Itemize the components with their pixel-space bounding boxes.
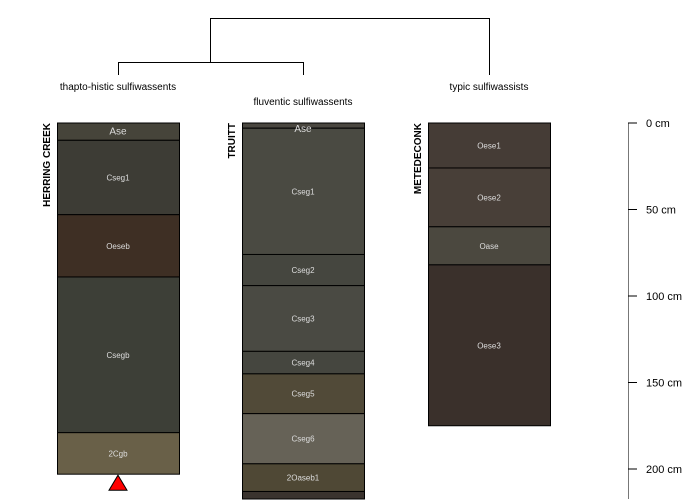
- axis-tick-label: 150 cm: [646, 378, 682, 390]
- horizon-label: 2Cgb: [108, 449, 128, 458]
- horizon-label: Oese3: [477, 341, 501, 350]
- horizon-label: Ase: [294, 124, 312, 135]
- horizon-label: Oeseb: [106, 242, 130, 251]
- profile-name: METEDECONK: [413, 122, 424, 194]
- horizon-label: Oase: [479, 242, 499, 251]
- horizon: [242, 413, 365, 465]
- horizon: [57, 214, 180, 278]
- horizon-label: Cseg3: [291, 314, 315, 323]
- axis-tick-label: 50 cm: [646, 205, 676, 217]
- horizon: [428, 167, 551, 228]
- horizon-label: Cseg4: [291, 359, 315, 368]
- profile-name: HERRING CREEK: [42, 122, 53, 207]
- horizon-label: Ase: [109, 127, 127, 138]
- taxon-label-3: typic sulfiwassists: [450, 82, 529, 93]
- soil-profile: METEDECONK: [413, 122, 551, 427]
- horizon-label: Oese1: [477, 141, 501, 150]
- horizon-label: Cseg5: [291, 390, 315, 399]
- taxon-label-2: fluventic sulfiwassents: [254, 97, 353, 108]
- horizon: [428, 264, 551, 427]
- horizon-label: Cseg1: [291, 187, 315, 196]
- horizon: [242, 253, 365, 287]
- horizon: [428, 122, 551, 169]
- horizon: [242, 463, 365, 492]
- horizon-label: Cseg1: [106, 173, 130, 182]
- axis-tick-label: 0 cm: [646, 118, 670, 130]
- axis-tick-label: 200 cm: [646, 464, 682, 476]
- horizon: [57, 276, 180, 434]
- dendrogram: [118, 18, 490, 75]
- horizon: [242, 490, 365, 500]
- horizon: [242, 285, 365, 352]
- horizon-label: Cseg2: [291, 266, 315, 275]
- horizon: [57, 139, 180, 216]
- taxon-label-1: thapto-histic sulfiwassents: [60, 82, 176, 93]
- horizon-label: Oese2: [477, 193, 501, 202]
- dendrogram-branches: [118, 18, 490, 75]
- axis-tick-label: 100 cm: [646, 291, 682, 303]
- depth-axis: 0 cm 50 cm 100 cm 150 cm 200 cm: [628, 118, 682, 499]
- horizon: [57, 432, 180, 475]
- horizon-label: 2Oaseb1: [287, 474, 320, 483]
- profile-name: TRUITT: [227, 123, 238, 159]
- horizon-label: Csegb: [106, 351, 130, 360]
- truncation-marker-icon: [108, 474, 128, 491]
- soil-profile: HERRING CREEK: [42, 122, 180, 491]
- soil-profile: TRUITT: [227, 122, 365, 500]
- horizon-label: Cseg6: [291, 435, 315, 444]
